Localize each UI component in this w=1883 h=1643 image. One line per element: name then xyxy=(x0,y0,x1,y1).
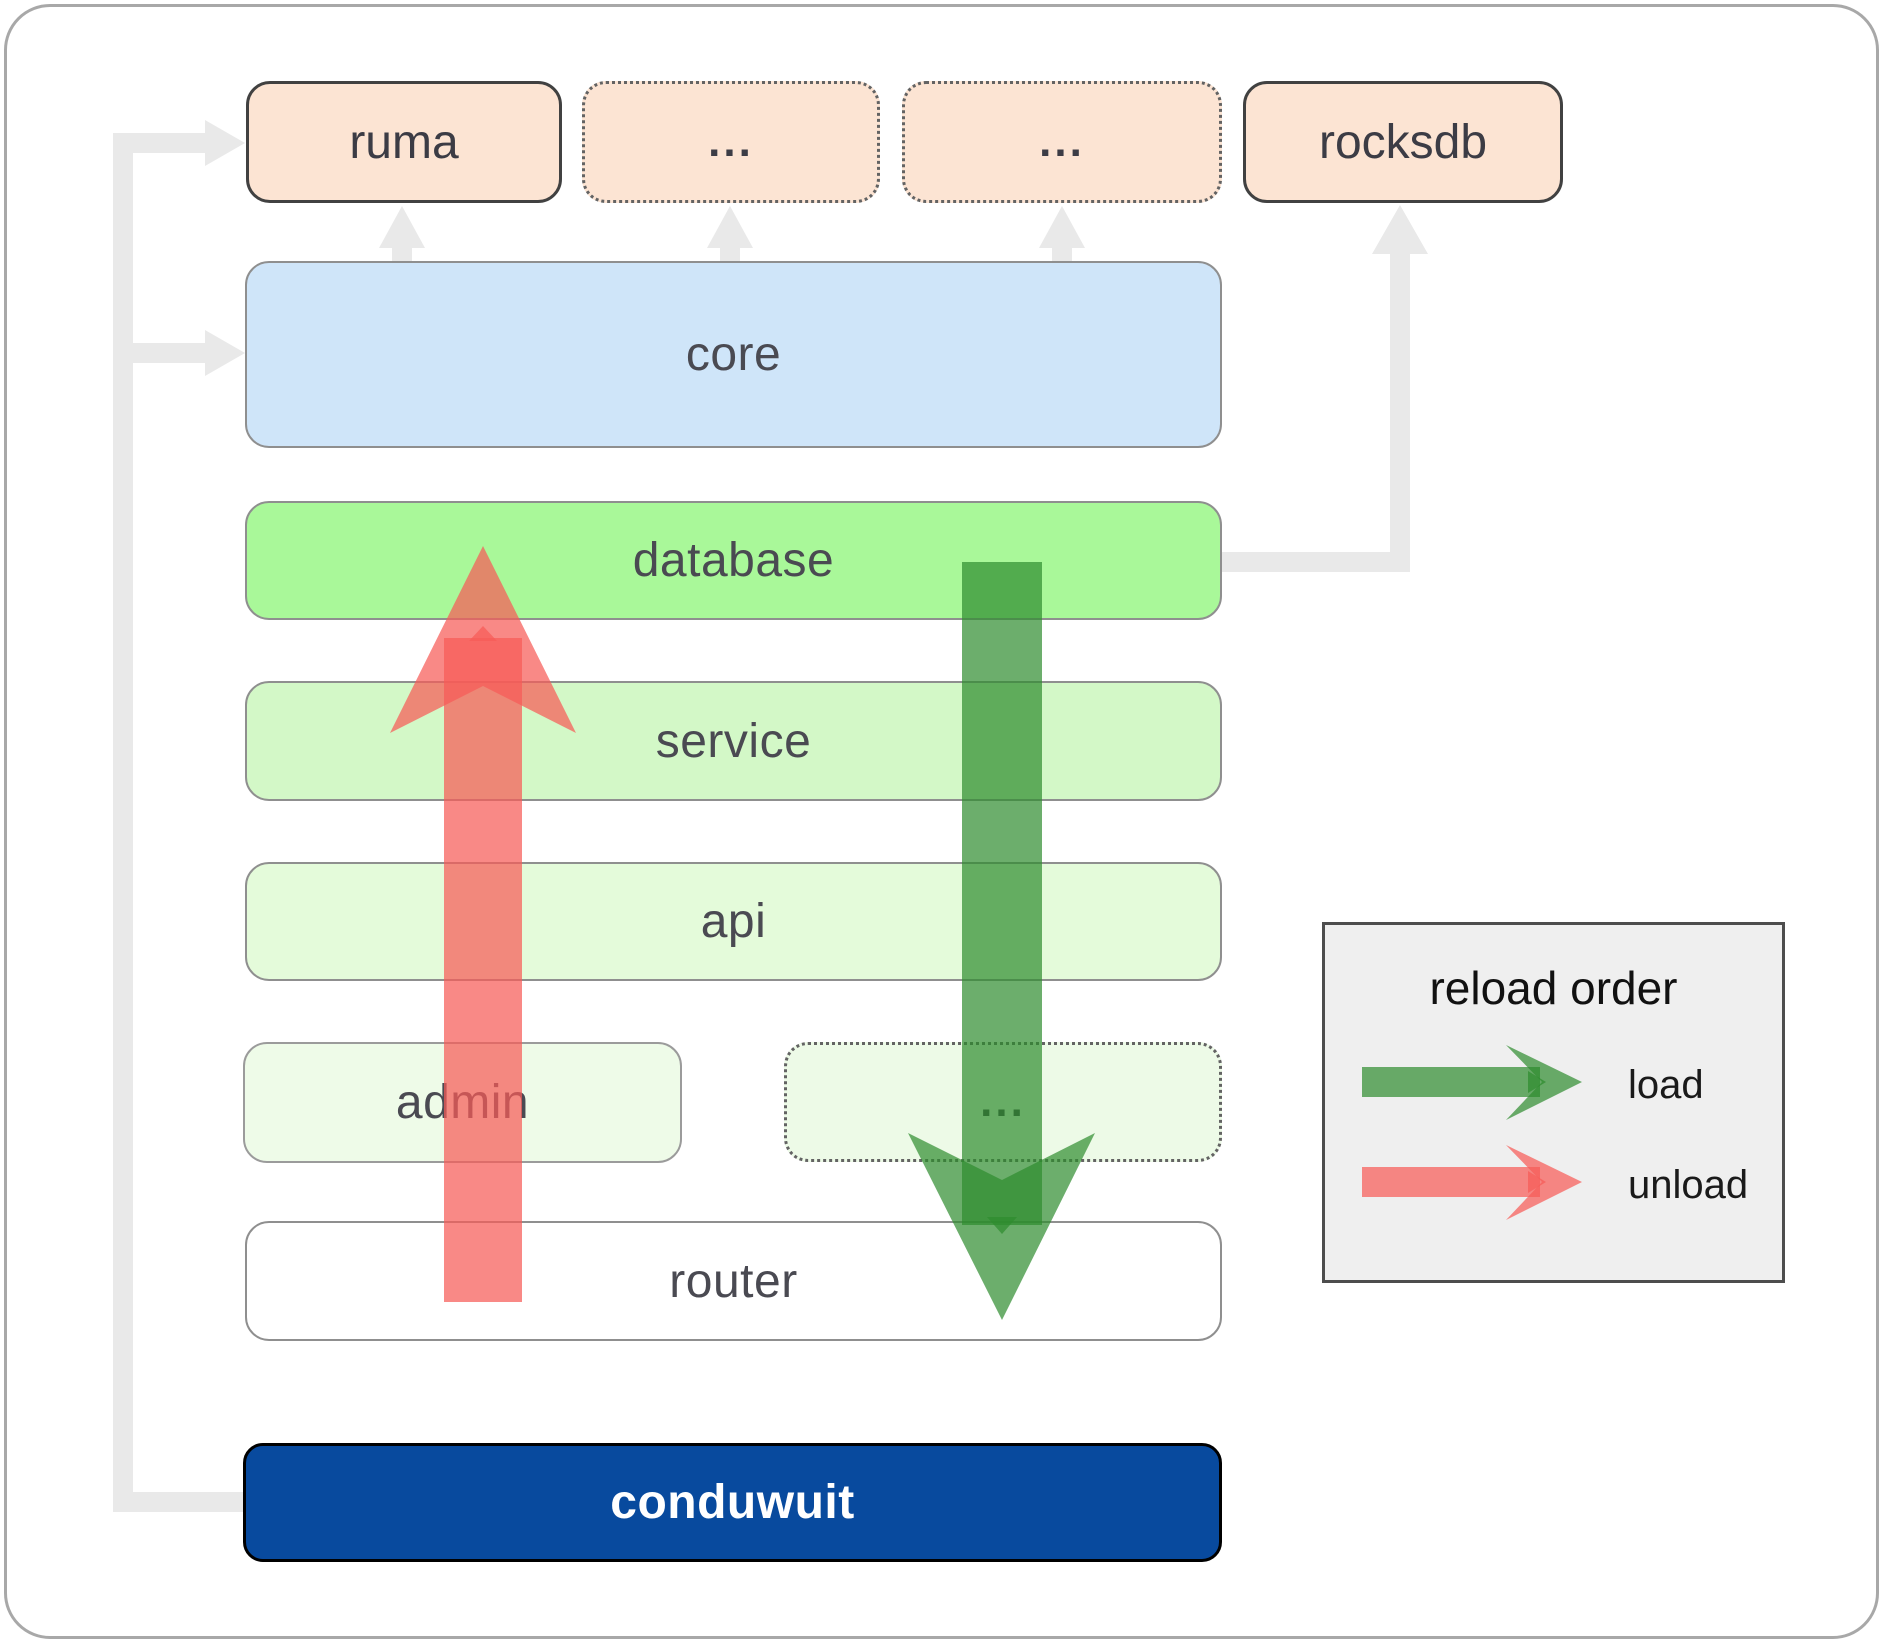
node-admin-label: admin xyxy=(395,1076,530,1129)
core-to-ruma-arrowhead-icon xyxy=(379,206,425,248)
core-to-dep1-arrowhead-icon xyxy=(707,206,753,248)
node-api-label: api xyxy=(700,895,767,948)
node-dependency-more-2: ... xyxy=(902,81,1222,203)
database-to-rocksdb-line-h xyxy=(1222,552,1410,572)
node-dependency-more-1-label: ... xyxy=(708,117,754,166)
database-to-rocksdb-arrowhead-icon xyxy=(1372,205,1428,254)
core-to-dep2-arrowhead-icon xyxy=(1039,206,1085,248)
branch-to-ruma-line xyxy=(113,133,205,153)
node-service-more: ... xyxy=(784,1042,1222,1162)
node-service-more-label: ... xyxy=(980,1077,1026,1126)
legend: reload order load unload xyxy=(1322,922,1785,1283)
database-to-rocksdb-line-v xyxy=(1390,252,1410,572)
conduwuit-connector-line xyxy=(113,1492,245,1512)
branch-to-ruma-arrowhead-icon xyxy=(205,120,245,166)
branch-to-core-arrowhead-icon xyxy=(205,330,245,376)
unload-arrow-marker-icon xyxy=(469,626,497,641)
node-rocksdb: rocksdb xyxy=(1243,81,1563,203)
node-conduwuit: conduwuit xyxy=(243,1443,1222,1562)
node-service-label: service xyxy=(655,714,812,768)
node-api: api xyxy=(245,862,1222,981)
node-service: service xyxy=(245,681,1222,801)
node-router-label: router xyxy=(669,1254,798,1308)
node-database-label: database xyxy=(632,534,835,587)
left-trunk-line xyxy=(113,133,133,1512)
node-core: core xyxy=(245,261,1222,448)
node-dependency-more-1: ... xyxy=(582,81,880,203)
branch-to-core-line xyxy=(113,343,205,363)
legend-unload-label: unload xyxy=(1628,1162,1749,1207)
node-conduwuit-label: conduwuit xyxy=(610,1476,855,1529)
node-rocksdb-label: rocksdb xyxy=(1318,115,1488,169)
node-core-label: core xyxy=(685,328,782,381)
node-database: database xyxy=(245,501,1222,620)
node-ruma: ruma xyxy=(246,81,562,203)
node-ruma-label: ruma xyxy=(349,115,459,169)
node-dependency-more-2-label: ... xyxy=(1039,117,1085,166)
legend-load-label: load xyxy=(1628,1062,1704,1107)
node-admin: admin xyxy=(243,1042,682,1163)
outer-border xyxy=(4,4,1879,1639)
legend-title: reload order xyxy=(1429,962,1678,1014)
node-router: router xyxy=(245,1221,1222,1341)
